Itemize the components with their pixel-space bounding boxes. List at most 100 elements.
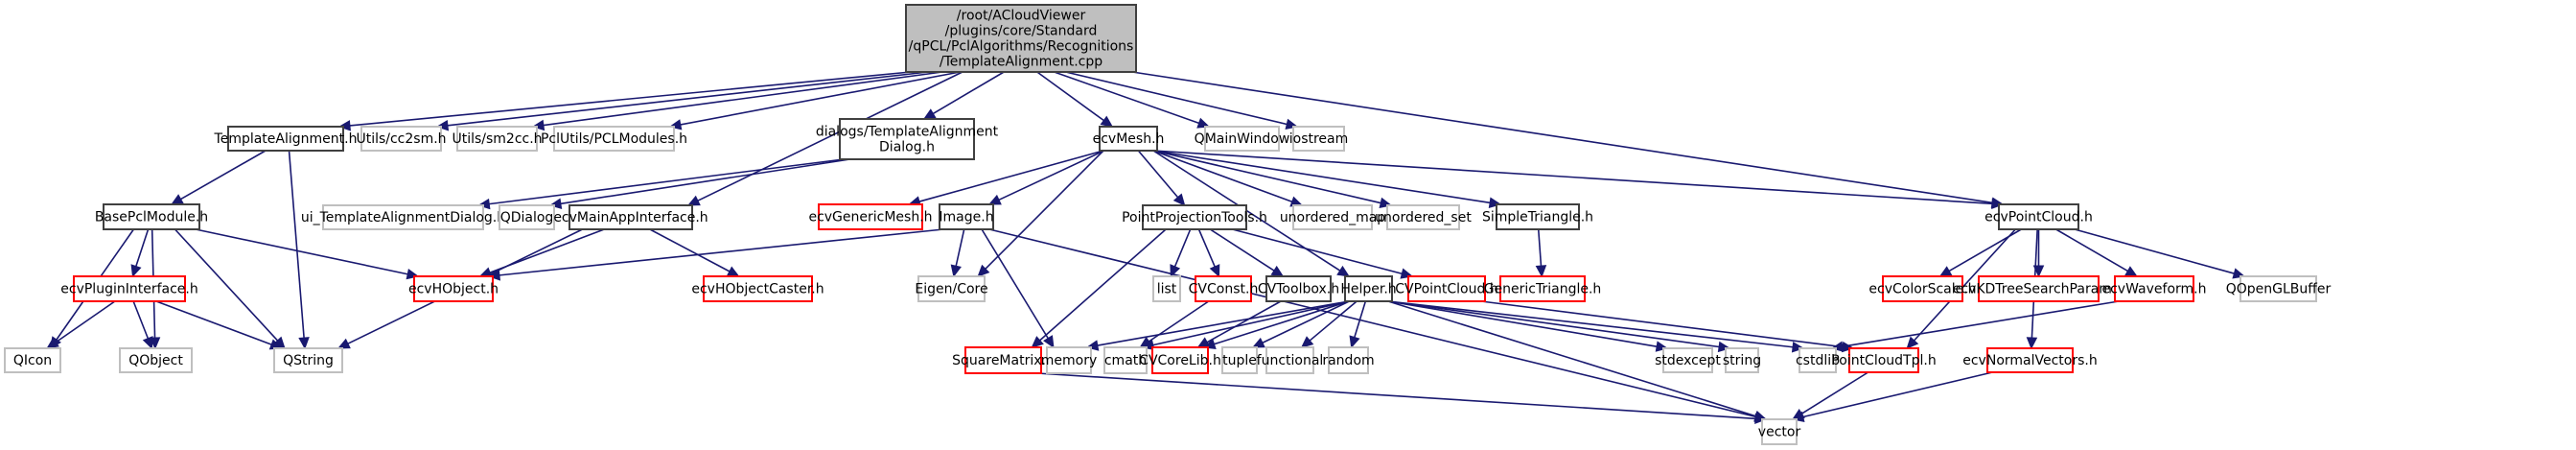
edge-line [932,71,1005,115]
include-edge [1137,150,1186,206]
arrowhead [922,108,937,120]
node-label: cstdlib [1796,353,1840,368]
node-label: tuple [1222,353,1257,368]
include-edge [987,150,1104,205]
node-box [1386,204,1460,230]
include-node-qstring: QString [273,347,343,373]
include-node-cstdlib: cstdlib [1796,347,1840,373]
include-node-cvpointcloud-h[interactable]: CVPointCloud.h [1395,275,1498,302]
edge-line [1802,371,1993,418]
node-box [917,275,986,302]
edge-line [985,150,1104,270]
edge-line [998,150,1104,201]
include-node-pointprojectiontools-h[interactable]: PointProjectionTools.h [1122,204,1267,230]
include-edge [531,71,943,131]
node-box [227,126,344,152]
edge-line [1842,300,2120,348]
node-box [905,4,1137,73]
edge-line [1173,228,1192,268]
node-box [1344,275,1393,302]
include-node-ecvcolorscale-h[interactable]: ecvColorScale.h [1868,275,1977,302]
include-node-ecvnormalvectors-h[interactable]: ecvNormalVectors.h [1962,347,2098,373]
include-node-cvtoolbox-h[interactable]: CVToolbox.h [1258,275,1339,302]
include-node-cvconst-h[interactable]: CVConst.h [1189,275,1259,302]
include-node-ui-templatealignmentdialog-h: ui_TemplateAlignmentDialog.h [301,204,505,230]
arrowhead [337,338,351,349]
include-node-cvcorelib-h[interactable]: CVCoreLib.h [1139,346,1221,374]
node-box [1292,126,1345,152]
include-node-basepclmodule-h[interactable]: BasePclModule.h [95,203,208,230]
arrowhead [46,337,59,349]
node-label: ecvColorScale.h [1868,282,1976,297]
node-box [1725,347,1759,373]
include-edge [981,228,1055,349]
node-label: Eigen/Core [915,282,987,297]
include-edge [2055,228,2138,277]
include-node-dialogs-templatealignmentdialog-h[interactable]: dialogs/TemplateAlignmentDialog.h [816,118,999,160]
node-box [1761,418,1798,445]
node-box [1195,275,1252,302]
include-edge [1209,228,1285,277]
edge-line [1387,300,1794,348]
edge-line [1036,372,1756,420]
arrowhead [1031,336,1044,348]
edge-line [1152,150,1993,205]
include-node-ecvpointcloud-h[interactable]: ecvPointCloud.h [1984,203,2093,230]
include-node-ecvkdtreesearchparam-h[interactable]: ecvKDTreeSearchParam.h [1953,275,2125,302]
include-node-simpletriangle-h[interactable]: SimpleTriangle.h [1482,203,1593,230]
include-edge [1535,228,1547,278]
include-edge [195,228,420,280]
arrowhead [1791,341,1805,353]
node-box [1103,346,1148,374]
include-node-utils-cc2sm-h: Utils/cc2sm.h [356,126,447,152]
include-edge [1065,71,1299,130]
node-label: QOpenGLBuffer [2226,282,2332,297]
edge-line [1152,150,1293,202]
node-label: ecvWaveform.h [2102,282,2207,297]
include-node-ecvwaveform-h[interactable]: ecvWaveform.h [2102,275,2207,302]
include-node-ecvgenericmesh-h[interactable]: ecvGenericMesh.h [808,203,933,230]
arrowhead [1906,336,1919,349]
include-node-ecvhobjectcaster-h[interactable]: ecvHObjectCaster.h [691,275,824,302]
include-edge [1031,228,1167,348]
include-node-pointcloudtpl-h[interactable]: PointCloudTpl.h [1831,347,1937,373]
include-node-qicon: QIcon [4,347,61,373]
node-box [1151,346,1209,374]
arrowhead [1209,264,1220,278]
include-node-generictriangle-h[interactable]: GenericTriangle.h [1484,275,1602,302]
include-node-templatealignment-h[interactable]: TemplateAlignment.h [214,126,358,152]
edge-line [195,228,408,275]
edge-line [1387,300,1658,347]
node-box [103,203,200,230]
include-edge [130,228,150,278]
include-node-squarematrix-h[interactable]: SquareMatrix.h [952,346,1055,374]
include-node-ecvplugininterface-h[interactable]: ecvPluginInterface.h [60,275,198,302]
edge-line [560,158,850,205]
arrowhead [987,194,1002,205]
node-label: dialogs/TemplateAlignment [816,125,999,140]
include-node-ecvhobject-h[interactable]: ecvHObject.h [408,275,499,302]
arrowhead [2124,266,2138,277]
include-edge [1387,300,1669,352]
include-edge [686,71,963,206]
include-edge [1349,300,1367,349]
node-label: stdexcept [1655,353,1721,368]
edge-line [174,228,279,342]
node-box [456,126,538,152]
include-node-functional: functional [1257,346,1323,374]
include-node-ecvmainappinterface-h[interactable]: ecvMainAppInterface.h [553,204,708,230]
include-node-cmath: cmath [1103,346,1148,374]
node-label: CVPointCloud.h [1395,282,1497,297]
include-edge [1197,228,1220,278]
include-node-unordered-map: unordered_map [1280,204,1385,230]
include-edge [1791,371,1993,422]
include-node-helper-h[interactable]: Helper.h [1340,275,1397,302]
include-edge [1387,300,1805,353]
include-node-image-h[interactable]: Image.h [939,203,994,230]
include-edge [1054,71,1211,129]
node-label: Utils/sm2cc.h [452,131,542,147]
edge-line [680,71,961,126]
include-node-ecvmesh-h[interactable]: ecvMesh.h [1093,126,1165,152]
edge-line [1262,300,1350,343]
